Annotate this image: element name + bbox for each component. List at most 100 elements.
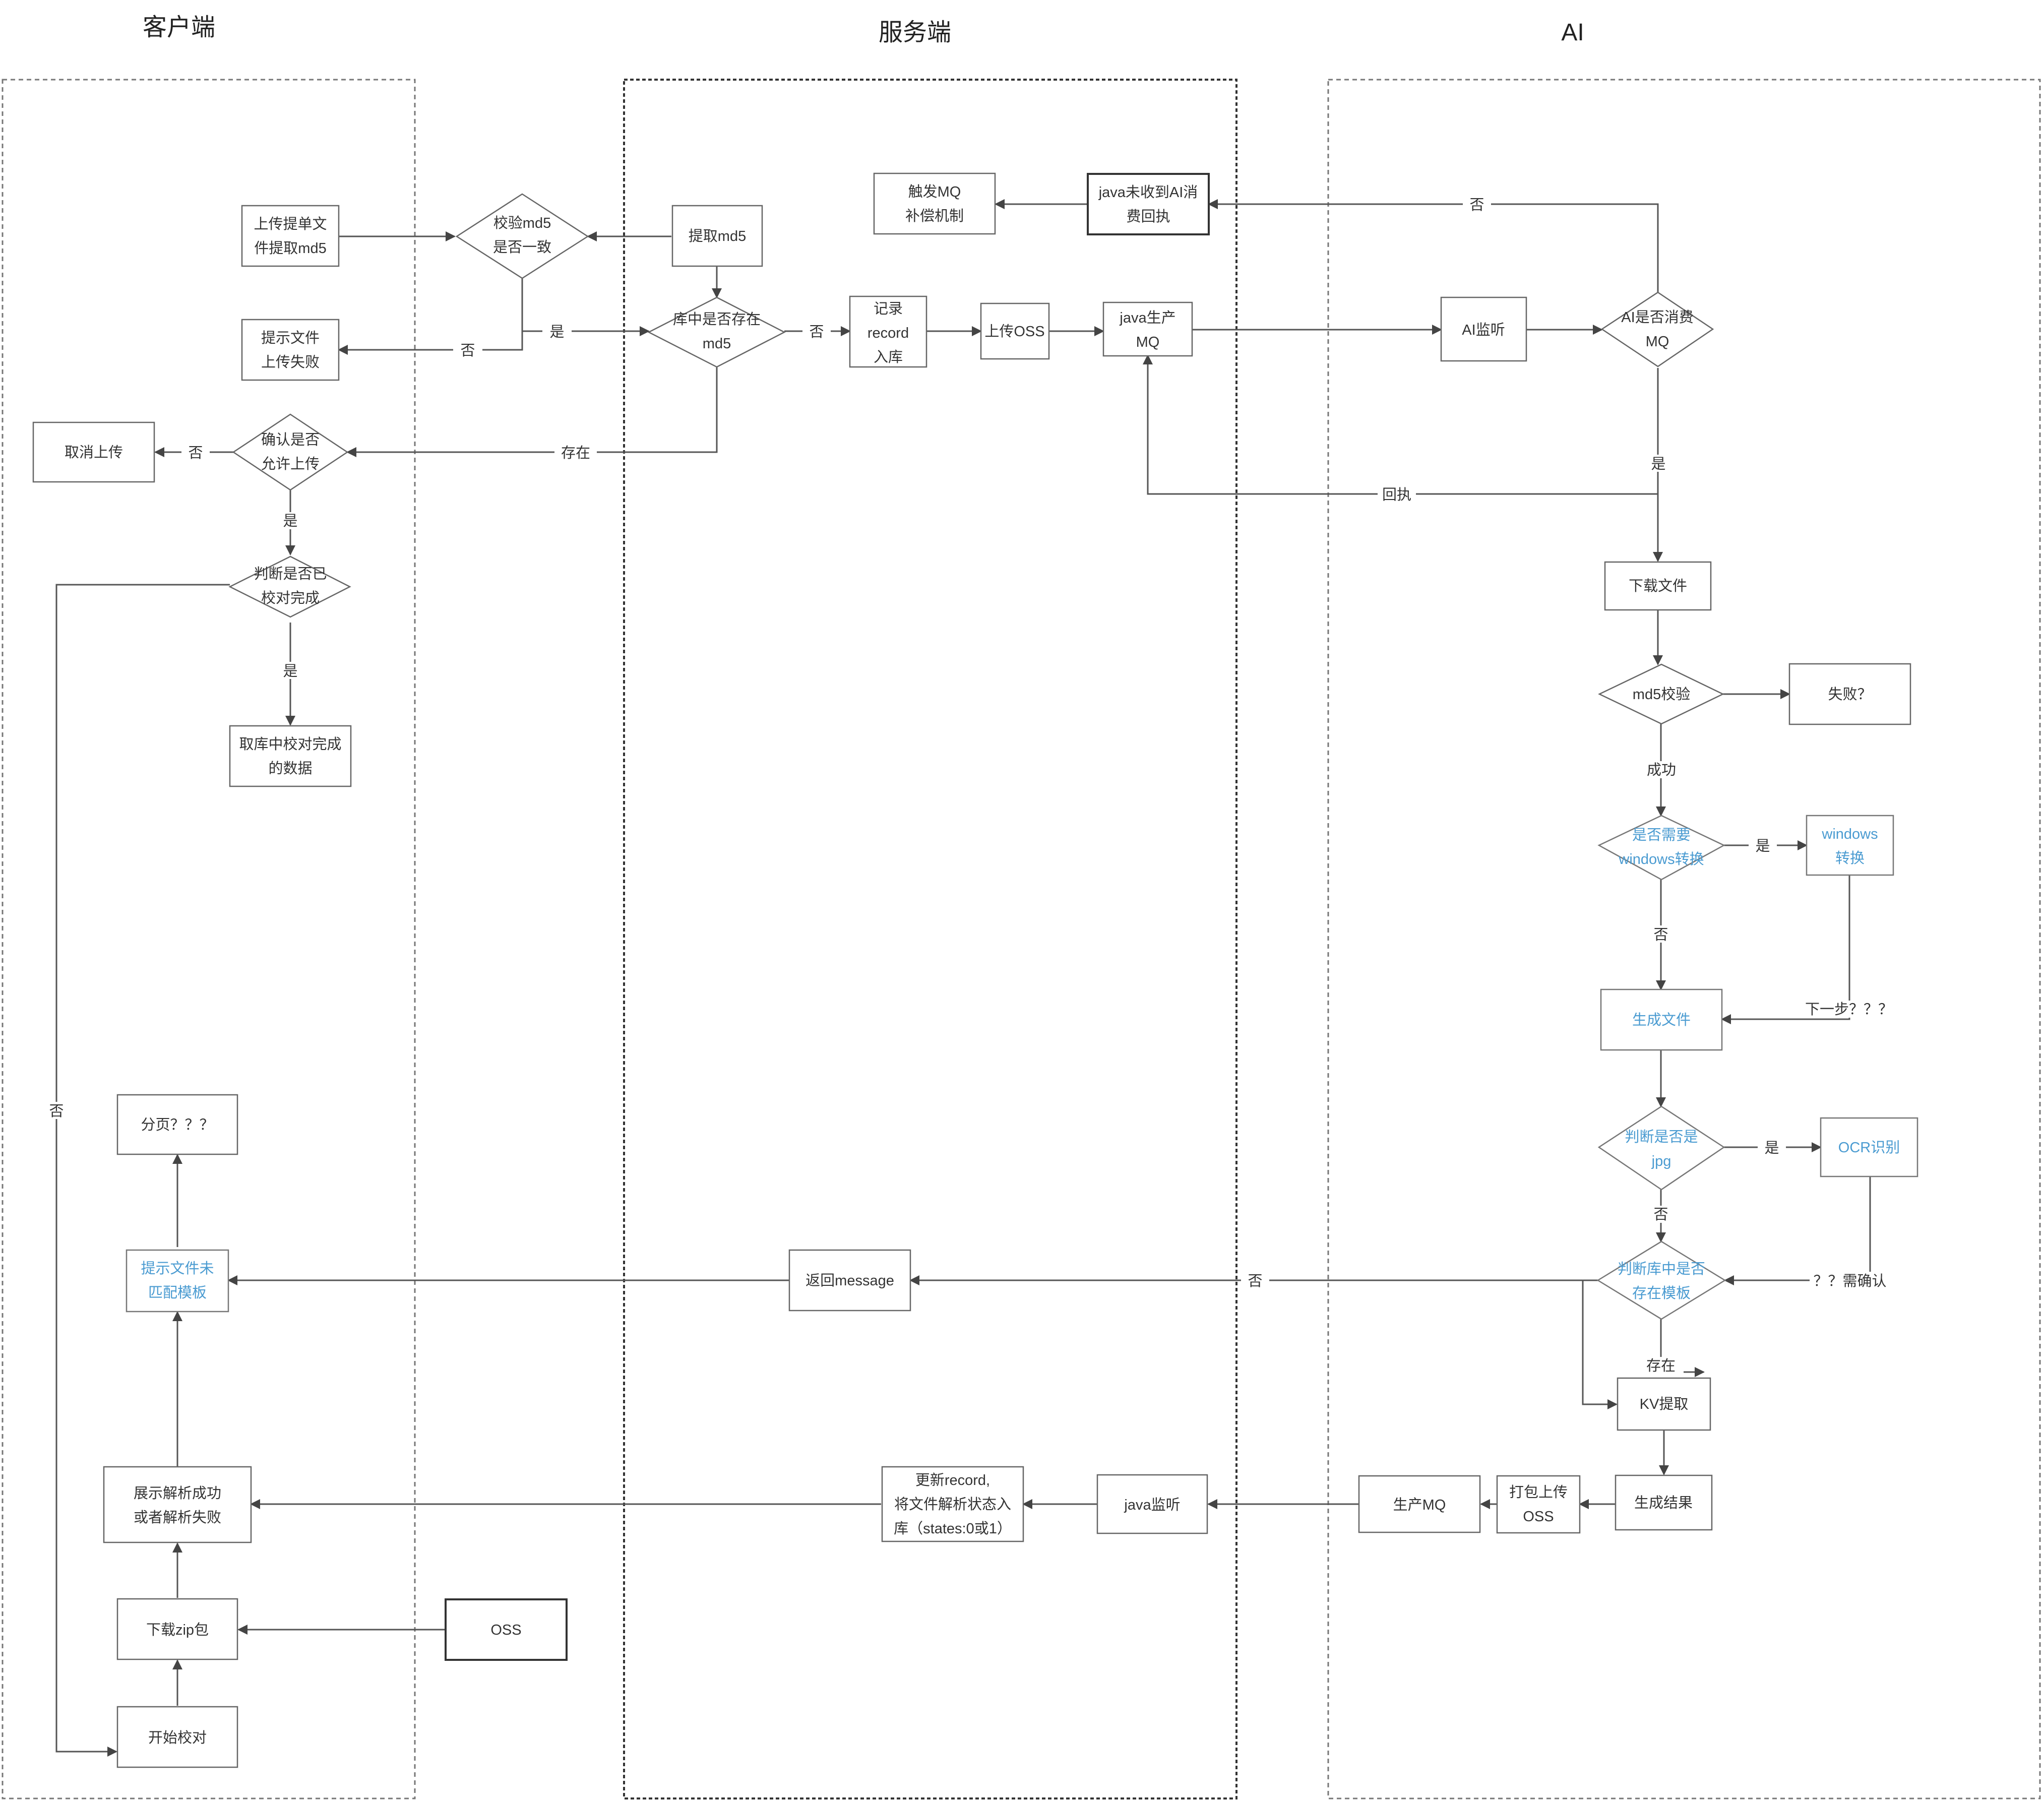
- svg-text:或者解析失败: 或者解析失败: [134, 1509, 221, 1526]
- svg-text:判断是否已: 判断是否已: [254, 566, 327, 582]
- svg-text:返回message: 返回message: [806, 1273, 894, 1289]
- edge-label-template-exists: 存在: [1646, 1357, 1676, 1374]
- svg-text:md5: md5: [703, 336, 731, 352]
- svg-text:上传失败: 上传失败: [261, 354, 320, 370]
- svg-text:生产MQ: 生产MQ: [1393, 1497, 1446, 1513]
- edge-label-receipt: 回执: [1382, 486, 1411, 503]
- svg-text:库中是否存在: 库中是否存在: [673, 311, 761, 328]
- svg-text:允许上传: 允许上传: [261, 456, 320, 472]
- svg-text:生成结果: 生成结果: [1634, 1495, 1693, 1511]
- node-judge-done: 判断是否已 校对完成: [228, 555, 351, 618]
- svg-text:下载文件: 下载文件: [1629, 578, 1687, 594]
- node-md5-check-ai: md5校验: [1598, 663, 1724, 725]
- node-upload-oss: 上传OSS: [980, 302, 1050, 360]
- svg-text:AI监听: AI监听: [1462, 322, 1505, 338]
- node-tip-no-template: 提示文件未 匹配模板: [126, 1249, 229, 1313]
- svg-text:上传OSS: 上传OSS: [984, 323, 1044, 340]
- edge-label-confirm-yes: 是: [283, 513, 297, 529]
- edge-label-md5-success: 成功: [1647, 762, 1676, 778]
- svg-text:java监听: java监听: [1124, 1497, 1180, 1513]
- svg-text:存在模板: 存在模板: [1632, 1285, 1691, 1301]
- lane-ai-container: [1327, 79, 2041, 1799]
- svg-text:windows转换: windows转换: [1618, 851, 1704, 867]
- svg-text:MQ: MQ: [1646, 334, 1669, 350]
- svg-text:记录: 记录: [874, 301, 903, 317]
- lane-client-title: 客户端: [143, 14, 215, 41]
- node-pack-upload-oss: 打包上传 OSS: [1496, 1475, 1581, 1534]
- lane-server-container: [623, 79, 1237, 1799]
- node-gen-file: 生成文件: [1600, 988, 1723, 1051]
- edge-label-windows-no: 否: [1653, 927, 1668, 943]
- edge-label-windows-yes: 是: [1755, 838, 1770, 854]
- svg-text:开始校对: 开始校对: [148, 1729, 207, 1746]
- svg-text:校对完成: 校对完成: [261, 590, 320, 606]
- node-tip-upload-fail: 提示文件 上传失败: [241, 319, 340, 381]
- node-trigger-mq: 触发MQ 补偿机制: [873, 172, 996, 235]
- svg-text:判断是否是: 判断是否是: [1625, 1129, 1698, 1145]
- svg-text:触发MQ: 触发MQ: [908, 183, 961, 200]
- svg-text:提示文件: 提示文件: [261, 330, 320, 346]
- svg-text:md5校验: md5校验: [1633, 686, 1690, 703]
- svg-text:是否需要: 是否需要: [1632, 827, 1691, 843]
- edge-label-next-step: 下一步？？？: [1805, 1001, 1893, 1018]
- svg-text:提示文件未: 提示文件未: [141, 1260, 214, 1277]
- edge-label-consumed-no: 否: [1469, 197, 1484, 213]
- node-java-no-receipt: java未收到AI消 费回执: [1087, 173, 1210, 235]
- svg-text:失败？: 失败？: [1828, 686, 1872, 703]
- node-ai-listen: AI监听: [1440, 296, 1527, 362]
- svg-text:AI是否消费: AI是否消费: [1621, 309, 1693, 326]
- edge-labels: 是 否 否 存在 否 是 是 否 否 是 回执 成功 是 否 下一步？？？ 是 …: [42, 196, 1894, 1374]
- lane-ai-title: AI: [1561, 19, 1584, 46]
- node-kv-extract: KV提取: [1617, 1377, 1711, 1431]
- svg-text:record: record: [868, 325, 909, 341]
- edge-label-check-no: 否: [460, 343, 475, 359]
- edge-label-check-yes: 是: [549, 324, 564, 340]
- svg-text:KV提取: KV提取: [1640, 1396, 1689, 1412]
- svg-text:的数据: 的数据: [268, 760, 312, 777]
- edge-template-exists-to-kv: [1582, 1280, 1618, 1409]
- svg-text:分页？？？: 分页？？？: [141, 1117, 214, 1133]
- node-produce-mq: 生产MQ: [1358, 1475, 1481, 1533]
- node-db-has-md5: 库中是否存在 md5: [647, 296, 786, 368]
- nodes: 上传提单文 件提取md5 提示文件 上传失败 校验md5 是否一致 取消上传 确…: [32, 172, 1918, 1768]
- svg-text:jpg: jpg: [1651, 1153, 1671, 1169]
- node-cancel-upload: 取消上传: [32, 421, 155, 483]
- svg-text:匹配模板: 匹配模板: [148, 1284, 207, 1301]
- svg-text:OSS: OSS: [490, 1622, 521, 1638]
- edge-label-judge-no: 否: [49, 1103, 64, 1120]
- svg-text:补偿机制: 补偿机制: [905, 208, 964, 224]
- svg-text:MQ: MQ: [1136, 334, 1160, 350]
- node-record-db: 记录 record 入库: [849, 295, 927, 368]
- edge-label-template-no: 否: [1248, 1273, 1262, 1289]
- svg-text:转换: 转换: [1835, 850, 1865, 866]
- lane-server-title: 服务端: [879, 19, 951, 46]
- node-ai-consumed: AI是否消费 MQ: [1600, 291, 1714, 367]
- edge-consumed-no-to-java: [1208, 199, 1659, 292]
- node-need-windows: 是否需要 windows转换: [1597, 815, 1725, 881]
- node-download-zip: 下载zip包: [116, 1598, 238, 1660]
- svg-text:java生产: java生产: [1119, 309, 1175, 326]
- edge-label-db-no: 否: [809, 324, 824, 340]
- node-template-exists: 判断库中是否 存在模板: [1596, 1240, 1726, 1320]
- svg-text:更新record,: 更新record,: [915, 1472, 990, 1488]
- node-windows-convert: windows 转换: [1806, 815, 1894, 876]
- edge-label-db-exists: 存在: [561, 445, 590, 461]
- svg-text:库（states:0或1）: 库（states:0或1）: [894, 1520, 1012, 1537]
- node-check-md5: 校验md5 是否一致: [455, 193, 589, 279]
- node-update-record: 更新record, 将文件解析状态入 库（states:0或1）: [881, 1466, 1024, 1542]
- svg-text:确认是否: 确认是否: [261, 431, 320, 448]
- svg-text:入库: 入库: [874, 349, 903, 365]
- node-ocr: OCR识别: [1820, 1117, 1918, 1177]
- edge-judge-no-to-start: [55, 584, 230, 1757]
- node-paging: 分页？？？: [116, 1094, 238, 1155]
- edge-convert-next-to-gen: [1721, 876, 1850, 1024]
- svg-text:打包上传: 打包上传: [1509, 1484, 1568, 1501]
- edge-label-judge-yes: 是: [283, 663, 297, 679]
- svg-text:展示解析成功: 展示解析成功: [134, 1485, 221, 1502]
- edge-check-no-to-tip: [338, 331, 523, 355]
- svg-text:判断库中是否: 判断库中是否: [1618, 1261, 1705, 1277]
- svg-text:下载zip包: 下载zip包: [146, 1622, 209, 1638]
- edge-label-consumed-yes: 是: [1651, 456, 1665, 472]
- edge-db-exists-to-confirm: [346, 367, 718, 457]
